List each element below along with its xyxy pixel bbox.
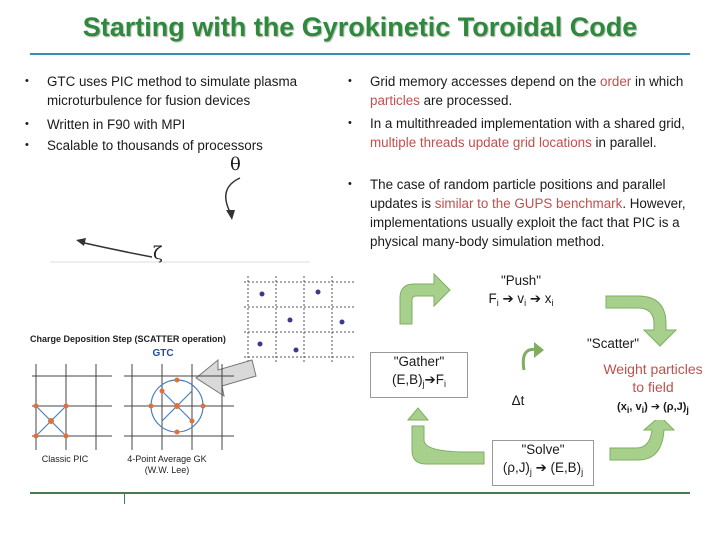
right-bullet-2: •In a multithreaded implementation with …	[348, 116, 685, 150]
gtc-label: GTC	[152, 348, 174, 359]
footer-tick	[124, 492, 125, 504]
left-bullet-2: •Written in F90 with MPI	[25, 117, 186, 132]
solve-step: "Solve" (ρ,J)j ➔ (E,B)j	[492, 440, 594, 486]
scatter-step: Weight particles to field (xi, vi) ➔ (ρ,…	[590, 360, 716, 420]
slide-title: Starting with the Gyrokinetic Toroidal C…	[82, 12, 638, 42]
gather-step: "Gather" (E,B)j➔Fi	[370, 352, 468, 398]
footer-rule	[30, 492, 690, 494]
figure-caption: Charge Deposition Step (SCATTER operatio…	[30, 334, 226, 344]
push-step: "Push" Fi ➔ vi ➔ xi	[462, 272, 580, 314]
scatter-title: "Scatter"	[587, 336, 639, 351]
left-bullet-1: •GTC uses PIC method to simulate plasma …	[25, 74, 298, 108]
theta-label: θ	[230, 154, 241, 175]
zeta-label: ζ	[153, 243, 163, 264]
right-bullet-3: •The case of random particle positions a…	[348, 177, 686, 249]
pointer-arrow	[195, 358, 257, 398]
timestep-label: Δt	[511, 393, 525, 408]
gk-label: 4-Point Average GK	[127, 454, 207, 464]
classic-pic-label: Classic PIC	[41, 454, 89, 464]
pic-cycle-arrows	[399, 272, 678, 465]
title-divider	[30, 53, 690, 55]
particle-grid	[244, 276, 354, 364]
torus-sketch	[50, 177, 310, 263]
right-bullet-1: •Grid memory accesses depend on the orde…	[348, 74, 684, 108]
charge-deposition-figure	[32, 364, 234, 450]
left-bullet-3: •Scalable to thousands of processors	[25, 138, 263, 153]
gk-author-label: (W.W. Lee)	[144, 465, 190, 475]
